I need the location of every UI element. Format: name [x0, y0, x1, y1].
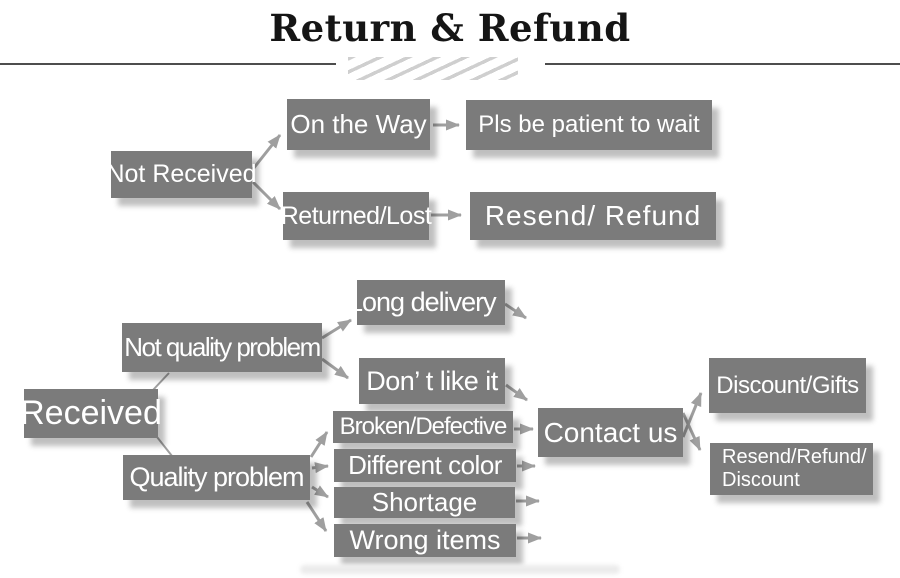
- node-long-delivery: Long delivery: [348, 280, 505, 325]
- node-not-received: Not Received: [106, 151, 257, 198]
- node-label-line1: Resend/Refund/: [722, 446, 867, 468]
- node-label: Returned/Lost: [280, 201, 432, 230]
- connector-received-quality: [156, 436, 173, 457]
- node-label: Pls be patient to wait: [478, 111, 700, 138]
- node-resend-refund-discount: Resend/Refund/ Discount: [710, 443, 873, 495]
- title-divider-right: [545, 63, 900, 65]
- node-wrong-items: Wrong items: [334, 524, 516, 557]
- node-returned-lost: Returned/Lost: [280, 192, 432, 240]
- node-on-the-way: On the Way: [287, 99, 430, 150]
- node-label: Wrong items: [349, 525, 501, 555]
- connector-longdelivery-contact: [504, 302, 527, 320]
- connector-dontlike-contact: [505, 383, 528, 402]
- connector-quality-wrong: [305, 501, 328, 532]
- page-title: Return & Refund: [269, 6, 631, 50]
- node-label: Received: [20, 394, 162, 432]
- connector-quality-different: [311, 462, 329, 474]
- connector-contact-discountgifts: [681, 392, 703, 438]
- node-shortage: Shortage: [334, 487, 515, 518]
- node-different-color: Different color: [334, 449, 516, 482]
- node-received: Received: [20, 389, 162, 438]
- node-label: Contact us: [543, 416, 678, 448]
- connector-notreceived-returnedlost: [251, 180, 282, 211]
- node-broken-defective: Broken/Defective: [333, 411, 513, 443]
- node-label: Resend/ Refund: [484, 200, 702, 231]
- node-contact-us: Contact us: [538, 408, 683, 457]
- node-dont-like-it: Don’ t like it: [359, 358, 505, 404]
- connector-quality-shortage: [311, 485, 329, 499]
- node-discount-gifts: Discount/Gifts: [709, 358, 866, 413]
- node-label: Don’ t like it: [366, 365, 498, 396]
- connector-notquality-longdelivery: [321, 318, 352, 340]
- connector-quality-broken: [309, 431, 329, 458]
- connector-notquality-dontlike: [321, 357, 349, 380]
- node-not-quality-problem: Not quality problem: [122, 323, 322, 372]
- bottom-shadow-artifact: [300, 565, 620, 574]
- connector-received-notquality: [152, 372, 170, 391]
- node-label: Shortage: [371, 487, 478, 517]
- hatch-marks-decoration: [348, 57, 518, 80]
- node-label: Resend/Refund/ Discount: [710, 446, 867, 492]
- node-label: Quality problem: [129, 462, 304, 492]
- node-quality-problem: Quality problem: [123, 455, 310, 500]
- node-label: Different color: [348, 450, 502, 480]
- title-divider-left: [0, 63, 336, 65]
- node-pls-be-patient: Pls be patient to wait: [466, 100, 712, 150]
- node-label: Discount/Gifts: [716, 371, 859, 399]
- connector-notreceived-ontheway: [251, 134, 282, 170]
- node-label-line2: Discount: [722, 469, 800, 491]
- connector-contact-resendrefunddiscount: [681, 412, 702, 451]
- node-label: Long delivery: [348, 287, 497, 317]
- node-label: Not quality problem: [124, 332, 321, 362]
- node-label: Not Received: [106, 160, 257, 188]
- node-label: On the Way: [290, 109, 427, 139]
- node-label: Broken/Defective: [339, 413, 508, 440]
- node-resend-refund: Resend/ Refund: [470, 192, 716, 240]
